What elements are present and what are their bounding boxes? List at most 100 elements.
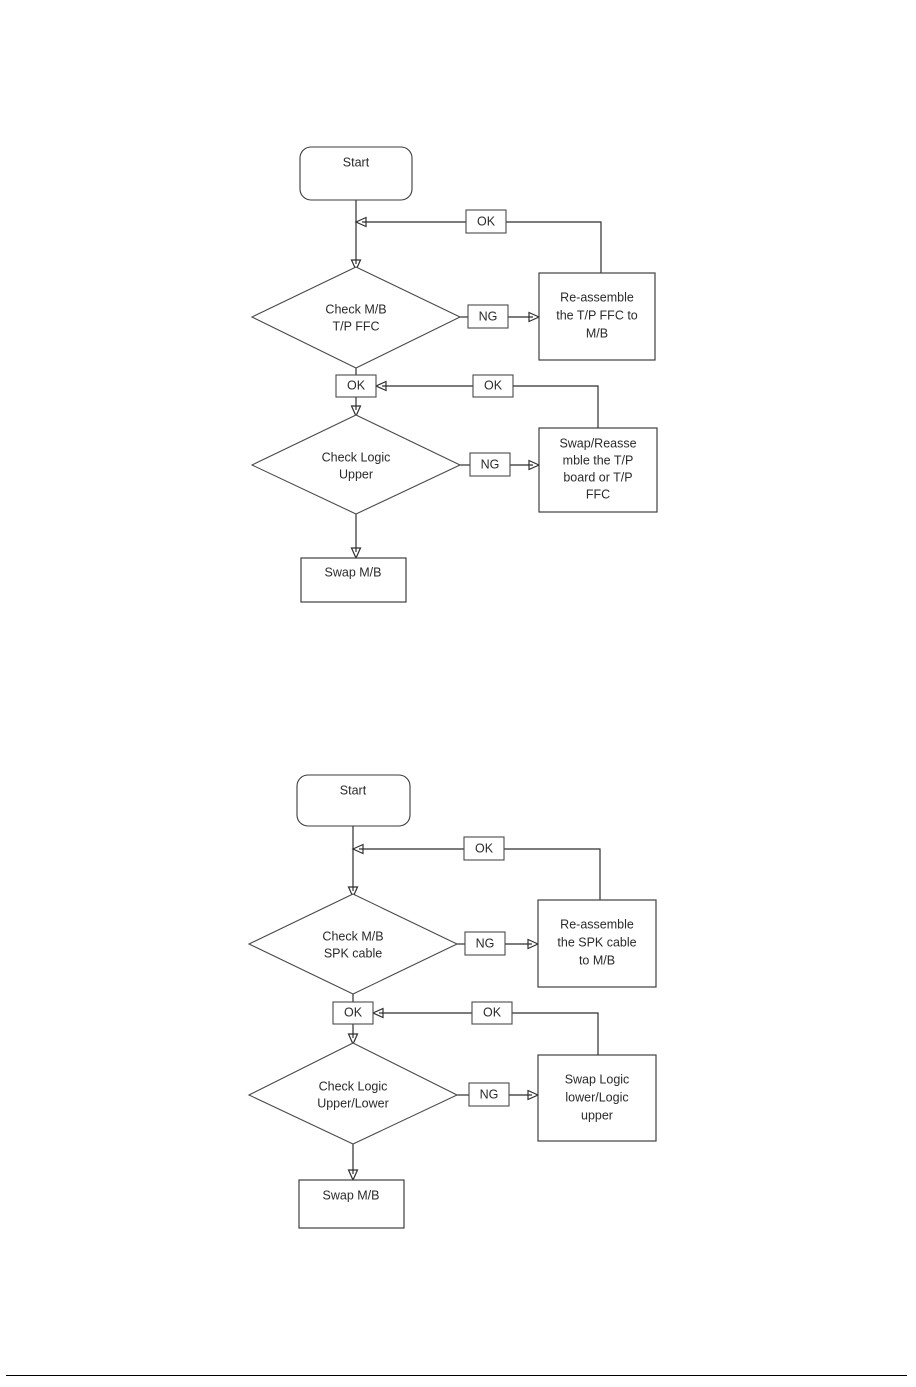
edge-label-ok-junction: OK: [335, 374, 377, 398]
edge-label-ng-second: NG: [468, 1082, 510, 1107]
arrowhead-end-top: [347, 1169, 359, 1182]
node-start[interactable]: Start: [296, 774, 411, 827]
decision2-label-line2: Upper/Lower: [317, 1096, 389, 1110]
node-action-swap-reassemble-tp-board[interactable]: Swap/Reasse mble the T/P board or T/P FF…: [538, 427, 658, 513]
ok-top-box: [463, 836, 505, 861]
node-decision-check-mb-spk-cable[interactable]: Check M/B SPK cable: [247, 893, 459, 995]
connector-group: [350, 200, 602, 560]
edge-label-ng-first: NG: [464, 931, 506, 956]
ng2-box: [469, 452, 511, 477]
node-decision-check-logic-upper-lower[interactable]: Check Logic Upper/Lower: [247, 1042, 459, 1145]
ng1-box: [464, 931, 506, 956]
arrowhead-action2-left: [527, 1089, 540, 1101]
edge-label-ok-return-first: OK: [472, 374, 514, 398]
action2-label-line1: Swap/Reasse: [559, 436, 636, 450]
action1-shape: [537, 899, 657, 988]
end-shape: [300, 557, 407, 603]
start-label: Start: [343, 155, 370, 169]
action1-shape: [538, 272, 656, 361]
action1-label-line3: to M/B: [579, 953, 615, 967]
end-label: Swap M/B: [325, 565, 382, 579]
ok-return-box: [471, 1001, 513, 1025]
ok-junction-box: [335, 374, 377, 398]
start-label: Start: [340, 783, 367, 797]
arrowhead-action1-left: [527, 938, 540, 950]
edge-label-ok-return-first: OK: [471, 1001, 513, 1025]
flowchart-speaker-troubleshooting: Start OK Check M/B SPK cable NG Re-a: [0, 750, 916, 1270]
end-label: Swap M/B: [323, 1188, 380, 1202]
edge-label-ng-first: NG: [467, 304, 509, 329]
decision1-label-line2: SPK cable: [324, 946, 382, 960]
arrowhead-decision1-top: [350, 259, 362, 272]
ok-return-box: [472, 374, 514, 398]
ok-junction-text: OK: [347, 378, 366, 392]
ok-return-text: OK: [484, 378, 503, 392]
arrowhead-action1-left: [528, 311, 541, 323]
ok-return-text: OK: [483, 1005, 502, 1019]
ok-junction-text: OK: [344, 1005, 363, 1019]
action2-label-line1: Swap Logic: [565, 1072, 630, 1086]
node-decision-check-mb-tp-ffc[interactable]: Check M/B T/P FFC: [250, 266, 462, 369]
node-action-reassemble-tp-ffc[interactable]: Re-assemble the T/P FFC to M/B: [538, 272, 656, 361]
decision1-label-line2: T/P FFC: [333, 319, 380, 333]
action1-label-line1: Re-assemble: [560, 290, 634, 304]
connector-group: [347, 826, 601, 1182]
arrowhead-decision2-top: [347, 1033, 359, 1046]
ng2-text: NG: [480, 1087, 499, 1101]
flowchart-touchpad-troubleshooting: Start OK Check M/B T/P FFC NG Re-ass: [0, 120, 916, 640]
arrowhead-end-top: [350, 547, 362, 560]
connector-action1-to-start-stem: [359, 848, 601, 900]
decision1-label-line1: Check M/B: [322, 929, 383, 943]
decision1-shape: [247, 893, 459, 995]
decision2-shape: [247, 1042, 459, 1145]
action2-label-line2: lower/Logic: [565, 1090, 628, 1104]
ng1-text: NG: [479, 309, 498, 323]
action1-label-line3: M/B: [586, 326, 608, 340]
node-decision-check-logic-upper[interactable]: Check Logic Upper: [250, 414, 462, 515]
arrowhead-ok-top-left: [354, 216, 367, 228]
arrowhead-decision1-top: [347, 886, 359, 899]
decision2-label-line1: Check Logic: [322, 450, 391, 464]
edge-label-ok-top: OK: [465, 209, 507, 234]
action1-label-line1: Re-assemble: [560, 917, 634, 931]
arrowhead-ok-top-left: [351, 843, 364, 855]
node-action-reassemble-spk-cable[interactable]: Re-assemble the SPK cable to M/B: [537, 899, 657, 988]
connector-action2-to-okjunction: [512, 1012, 599, 1055]
node-start[interactable]: Start: [299, 146, 413, 201]
action1-label-line2: the T/P FFC to: [556, 308, 638, 322]
action1-label-line2: the SPK cable: [557, 935, 636, 949]
ok-junction-box: [332, 1001, 374, 1025]
ng2-box: [468, 1082, 510, 1107]
decision1-label-line1: Check M/B: [325, 302, 386, 316]
action2-label-line3: upper: [581, 1108, 613, 1122]
action2-label-line3: board or T/P: [563, 470, 632, 484]
action2-label-line4: FFC: [586, 487, 610, 501]
ng1-text: NG: [476, 936, 495, 950]
ok-top-text: OK: [475, 841, 494, 855]
node-end-swap-mb[interactable]: Swap M/B: [298, 1179, 405, 1229]
action2-shape: [537, 1054, 657, 1142]
node-end-swap-mb[interactable]: Swap M/B: [300, 557, 407, 603]
start-shape: [296, 774, 411, 827]
decision2-label-line1: Check Logic: [319, 1079, 388, 1093]
arrowhead-ok-return-left: [374, 380, 387, 392]
connector-action2-to-okjunction: [513, 385, 599, 428]
end-shape: [298, 1179, 405, 1229]
ok-top-text: OK: [477, 214, 496, 228]
decision2-label-line2: Upper: [339, 467, 373, 481]
ng2-text: NG: [481, 457, 500, 471]
connector-action1-to-start-stem: [362, 221, 602, 273]
arrowhead-action2-left: [528, 459, 541, 471]
edge-label-ok-top: OK: [463, 836, 505, 861]
arrowhead-decision2-top: [350, 405, 362, 418]
decision2-shape: [250, 414, 462, 515]
decision1-shape: [250, 266, 462, 369]
action2-shape: [538, 427, 658, 513]
node-action-swap-logic-lower-upper[interactable]: Swap Logic lower/Logic upper: [537, 1054, 657, 1142]
edge-label-ok-junction: OK: [332, 1001, 374, 1025]
ok-top-box: [465, 209, 507, 234]
start-shape: [299, 146, 413, 201]
action2-label-line2: mble the T/P: [563, 453, 634, 467]
ng1-box: [467, 304, 509, 329]
